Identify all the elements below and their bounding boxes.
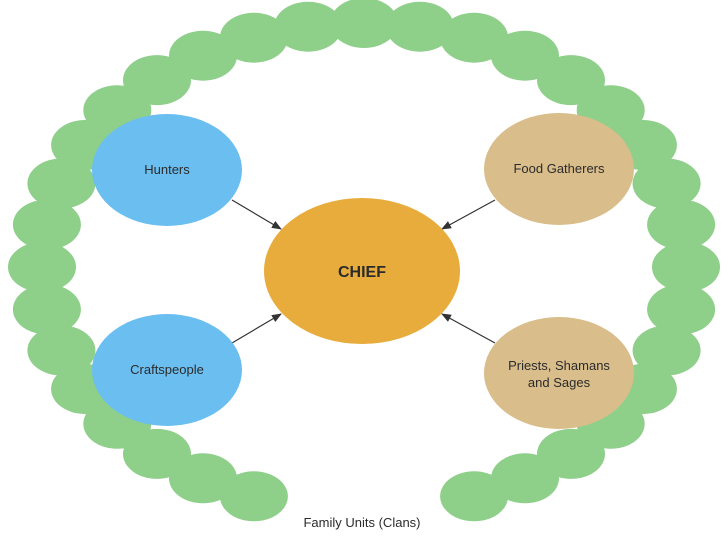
family-units-label: Family Units (Clans) [303,515,420,530]
priests-label-line-1: Priests, Shamans [508,358,610,373]
node-craftspeople: Craftspeople [92,314,242,426]
family-unit-circle [330,0,398,48]
chief-label: CHIEF [338,264,386,281]
family-unit-circle [12,199,81,250]
arrow-priests-to-chief [441,313,496,344]
family-unit-circle [652,242,720,292]
node-chief: CHIEF [264,198,460,344]
hunters-label: Hunters [144,162,190,177]
node-hunters: Hunters [92,114,242,226]
family-unit-circle [219,471,288,522]
family-unit-circle [169,30,237,81]
node-priests-shamans-sages: Priests, Shamans and Sages [484,317,634,429]
craftspeople-circle [92,314,242,426]
family-unit-circle [440,471,509,522]
family-unit-circle [219,12,288,63]
family-unit-circle [27,158,96,209]
hunters-circle [92,114,242,226]
priests-label-line-2: and Sages [528,375,591,390]
family-unit-circle [12,284,81,335]
family-unit-circle [27,325,96,376]
food-gatherers-label: Food Gatherers [513,161,605,176]
arrow-craftspeople-to-chief [231,313,282,344]
family-unit-circle [385,1,454,52]
arrow-food-gatherers-to-chief [441,199,496,230]
chief-circle [264,198,460,344]
family-unit-circle [274,1,343,52]
family-unit-circle [440,12,509,63]
arrow-hunters-to-chief [231,199,282,230]
family-unit-circle [647,199,716,250]
family-unit-circle [632,325,701,376]
connector-arrows [231,199,496,344]
priests-circle [484,317,634,429]
food-gatherers-circle [484,113,634,225]
node-food-gatherers: Food Gatherers [484,113,634,225]
family-unit-circle [491,453,559,504]
family-unit-circle [632,158,701,209]
family-unit-circle [8,242,76,292]
craftspeople-label: Craftspeople [130,362,204,377]
family-unit-circle [647,284,716,335]
